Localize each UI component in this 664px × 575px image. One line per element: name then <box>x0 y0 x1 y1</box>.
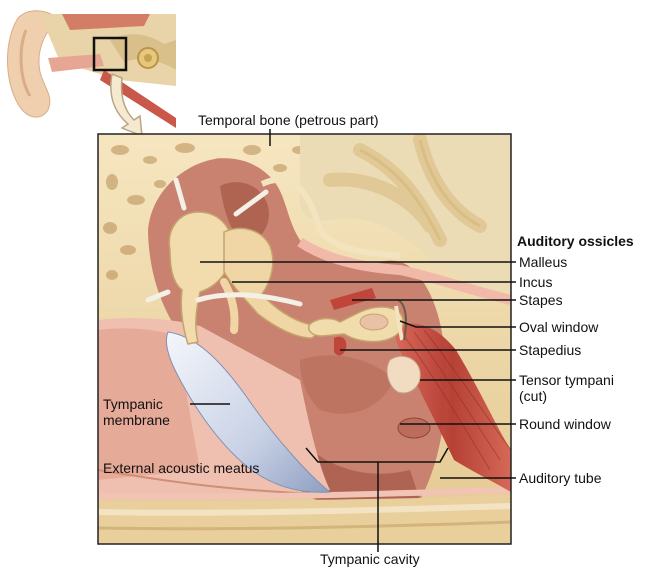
label-auditory-tube: Auditory tube <box>519 470 602 486</box>
label-auditory-ossicles: Auditory ossicles <box>517 233 634 249</box>
label-tensor-tympani: Tensor tympani <box>519 372 614 388</box>
label-malleus: Malleus <box>519 254 567 270</box>
label-tympanic-membrane-line2: membrane <box>103 412 170 428</box>
label-tympanic-membrane-line1: Tympanic <box>103 396 163 412</box>
label-tympanic-cavity: Tympanic cavity <box>320 551 420 567</box>
label-tensor-tympani-cut: (cut) <box>519 388 547 404</box>
label-stapedius: Stapedius <box>519 342 581 358</box>
label-round-window: Round window <box>519 416 611 432</box>
label-temporal-bone: Temporal bone (petrous part) <box>198 112 379 128</box>
middle-ear-detail-panel <box>98 134 511 544</box>
zoom-arrow <box>111 74 142 136</box>
ear-overview-thumbnail <box>8 11 177 128</box>
label-stapes: Stapes <box>519 292 563 308</box>
label-oval-window: Oval window <box>519 319 598 335</box>
label-incus: Incus <box>519 274 552 290</box>
label-external-acoustic-meatus: External acoustic meatus <box>103 460 259 476</box>
